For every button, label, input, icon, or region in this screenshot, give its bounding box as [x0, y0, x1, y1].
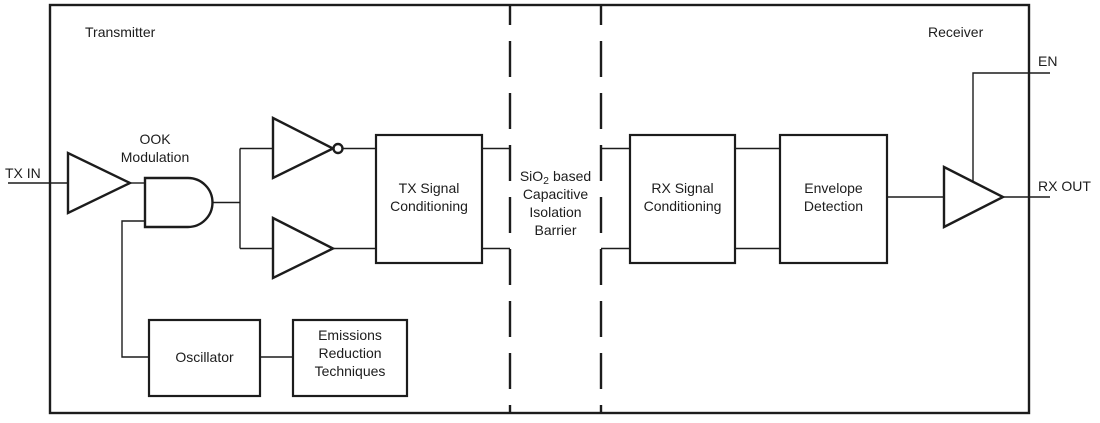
chip-boundary-box: [48, 3, 1031, 415]
rx-to-envelope-wires: [735, 147, 780, 250]
emissions-label-line2: Reduction: [318, 345, 381, 361]
en-wire: [972, 72, 1050, 182]
rx-out-label: RX OUT: [1038, 178, 1091, 194]
emissions-label-line3: Techniques: [315, 363, 386, 379]
envelope-detection-label-line1: Envelope: [804, 180, 863, 196]
en-label: EN: [1038, 53, 1057, 69]
rx-signal-conditioning-label-line2: Conditioning: [644, 198, 722, 214]
oscillator-box: [147, 318, 262, 398]
emissions-reduction-box: [291, 318, 409, 398]
input-buffer-gate: [66, 151, 133, 215]
ook-modulation-label-line2: Modulation: [121, 149, 190, 165]
diagram-labels: Transmitter Receiver TX IN EN RX OUT OOK…: [5, 24, 1091, 379]
tx-to-barrier-wires: [482, 147, 510, 250]
tx-signal-conditioning-label-line1: TX Signal: [399, 180, 460, 196]
isolation-barrier-label-subscript: 2: [543, 175, 549, 187]
oscillator-feedback-wire: [121, 220, 149, 358]
inverter-gate: [271, 116, 336, 180]
transmitter-label: Transmitter: [85, 24, 156, 40]
isolation-barrier-label-sio: SiO: [520, 168, 543, 184]
lower-buffer-gate: [271, 216, 336, 280]
and-gate: [143, 176, 214, 229]
oscillator-label: Oscillator: [175, 349, 234, 365]
rx-signal-conditioning-box: [628, 133, 737, 265]
isolation-barrier-label-line3: Isolation: [529, 204, 581, 220]
envelope-detection-box: [778, 133, 889, 265]
output-buffer-gate: [942, 165, 1006, 229]
inverter-bubble: [332, 142, 344, 155]
rx-signal-conditioning-label-line1: RX Signal: [651, 180, 713, 196]
tx-in-label: TX IN: [5, 165, 41, 181]
emissions-label-line1: Emissions: [318, 327, 382, 343]
tx-signal-conditioning-box: [374, 133, 484, 265]
isolation-barrier-label-line4: Barrier: [534, 222, 576, 238]
diagram-root: [8, 3, 1050, 415]
tx-signal-conditioning-label-line2: Conditioning: [390, 198, 468, 214]
receiver-label: Receiver: [928, 24, 984, 40]
isolation-barrier-label-line1: SiO2 based: [520, 168, 591, 187]
isolation-barrier-label-based: based: [553, 168, 591, 184]
envelope-detection-label-line2: Detection: [804, 198, 863, 214]
barrier-to-rx-wires: [601, 147, 630, 250]
ook-modulation-label-line1: OOK: [139, 131, 171, 147]
isolation-barrier-label-line2: Capacitive: [523, 186, 589, 202]
